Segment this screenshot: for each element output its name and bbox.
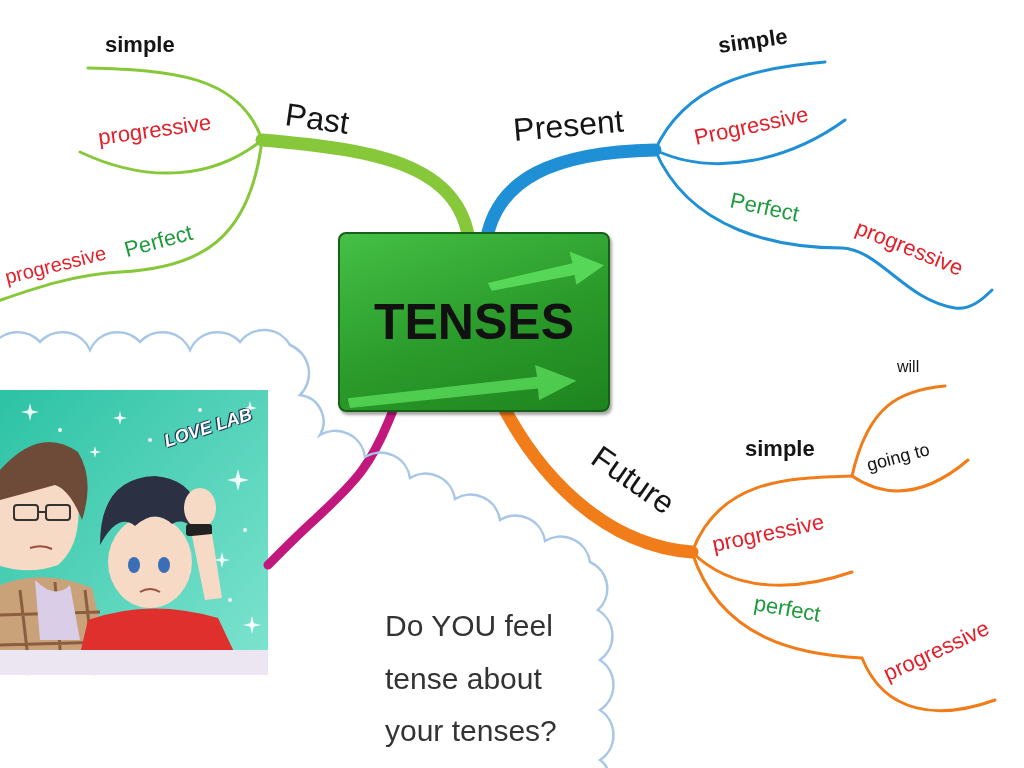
anime-illustration-part <box>30 546 52 549</box>
future-branch-part <box>852 386 945 476</box>
anime-illustration-part <box>192 534 222 600</box>
anime-illustration-part <box>0 390 268 675</box>
future-branch-part <box>692 552 852 585</box>
anime-illustration <box>0 390 268 675</box>
future-branch-part <box>692 552 995 711</box>
anime-illustration-part-part <box>243 616 261 634</box>
anime-illustration-part-part <box>198 408 202 412</box>
anime-illustration-part <box>108 516 192 608</box>
future-branch-part <box>852 460 968 491</box>
past-branch <box>0 68 470 302</box>
anime-illustration-part-part <box>58 428 62 432</box>
anime-illustration-part-part <box>243 401 257 415</box>
tense-aspect: progressive <box>710 510 826 557</box>
arrow-decoration <box>348 365 577 408</box>
present-branch-part <box>655 120 845 164</box>
tense-aspect: progressive <box>97 110 213 150</box>
branch-title: Future <box>585 439 681 521</box>
past-branch-part <box>80 140 262 173</box>
anime-illustration-part <box>0 650 268 675</box>
thought-cloud: Do YOU feel tense about your tenses? <box>0 300 605 768</box>
past-branch-part <box>0 140 262 302</box>
anime-illustration-part <box>14 505 38 520</box>
present-branch-part <box>655 150 992 308</box>
future-branch-part <box>500 400 692 552</box>
tense-aspect: progressive <box>852 216 966 281</box>
anime-illustration-part <box>186 524 212 536</box>
past-branch-part <box>88 68 262 140</box>
present-branch-part <box>655 62 825 150</box>
topic-title: TENSES <box>374 293 574 351</box>
present-branch <box>485 62 992 308</box>
tense-aspect: simple <box>105 33 175 57</box>
anime-illustration-part-part <box>89 446 101 458</box>
future-form: going to <box>865 440 932 476</box>
anime-illustration-part-part <box>113 411 127 425</box>
picture-logo: LOVE LAB <box>162 405 255 452</box>
branch-connector <box>268 412 392 565</box>
tense-aspect: Progressive <box>692 102 811 150</box>
branch-title: Past <box>283 97 351 141</box>
anime-illustration-part <box>0 442 88 520</box>
anime-illustration-part <box>184 488 216 528</box>
tense-aspect: perfect <box>752 591 822 627</box>
anime-illustration-part-part <box>228 598 232 602</box>
cloud-caption: Do YOU feel tense about your tenses? <box>385 600 590 758</box>
anime-illustration-part <box>158 557 170 573</box>
anime-illustration-part-part <box>21 403 39 421</box>
cloud-outline <box>0 330 613 768</box>
anime-illustration-part-part <box>227 469 249 491</box>
anime-illustration-part-part <box>243 528 247 532</box>
central-topic-box: TENSES <box>338 232 610 412</box>
arrow-decoration <box>340 234 608 410</box>
anime-illustration-part <box>38 511 46 513</box>
tense-aspect: progressive <box>880 616 993 686</box>
tense-aspect: Perfect <box>728 189 801 227</box>
present-branch-part <box>485 150 655 250</box>
tense-aspect: progressive <box>3 242 109 288</box>
past-branch-part <box>262 140 470 250</box>
anime-illustration-part <box>140 589 160 592</box>
arrow-decoration <box>488 252 604 291</box>
anime-illustration-part <box>46 505 70 520</box>
tense-aspect: simple <box>745 437 815 461</box>
tense-aspect: Perfect <box>122 221 196 262</box>
tense-aspect: simple <box>717 25 789 59</box>
cloud-outline <box>0 300 605 768</box>
future-form: will <box>897 358 919 376</box>
branch-title: Present <box>512 104 625 149</box>
anime-illustration-part <box>128 557 140 573</box>
anime-illustration-part <box>35 580 80 640</box>
anime-illustration-part-part <box>148 438 152 442</box>
future-branch-part <box>692 476 852 552</box>
future-branch <box>500 386 995 711</box>
